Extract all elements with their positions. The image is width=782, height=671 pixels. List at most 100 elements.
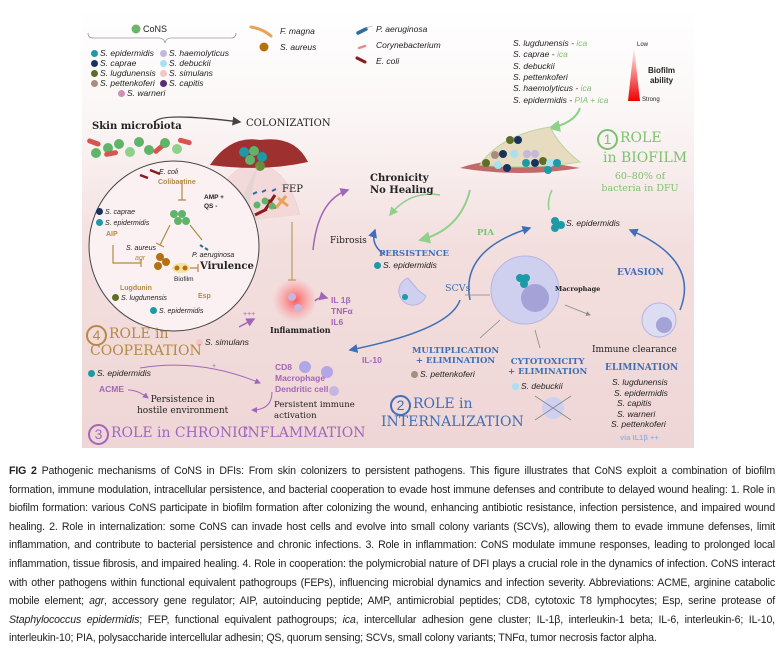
s-debuckii-dot-icon (512, 383, 519, 390)
elimination-label: ELIMINATION (605, 363, 679, 373)
legend-cons-species: S. capitis (160, 78, 204, 88)
role3-subtitle: INFLAMMATION (242, 425, 366, 441)
legend-cons-species: S. pettenkoferi (91, 78, 155, 88)
persistence-label: PERSISTENCE (379, 249, 450, 259)
caption-text: Pathogenic mechanisms of CoNS in DFIs: F… (9, 465, 775, 608)
coop-lugdunin: Lugdunin (120, 285, 152, 292)
species-dot-icon (91, 60, 98, 67)
cell-macrophage: Macrophage (275, 373, 326, 383)
biofilm-species-item: S. epidermidis - PIA + ica (513, 95, 608, 105)
macrophage-label: Macrophage (555, 285, 601, 293)
role2-title: ROLE in (413, 396, 473, 412)
biofilm-species-name: S. pettenkoferi (513, 71, 568, 82)
cooperation-inset (88, 160, 260, 332)
inflammation-glow (273, 278, 317, 322)
biofilm-species-name: S. debuckii (513, 60, 555, 71)
coop-s-aureus: S. aureus (126, 245, 156, 252)
s-simulans-name: S. simulans (205, 337, 249, 347)
s-epidermidis-dot-icon (96, 219, 103, 226)
role2-subtitle: INTERNALIZATION (381, 414, 524, 430)
role1-number: 1 (597, 129, 618, 150)
s-epidermidis-dot-icon (150, 307, 157, 314)
coop-aip: AIP (106, 231, 118, 238)
fep-label: FEP (282, 184, 303, 195)
species-name: S. debuckii (169, 58, 211, 68)
coop-s-caprae: S. caprae (96, 208, 135, 218)
legend-cons-species: S. lugdunensis (91, 68, 156, 78)
coop-esp: Esp (198, 293, 211, 300)
biofilm-species-item: S. pettenkoferi (513, 72, 568, 82)
species-dot-icon (160, 60, 167, 67)
species-dot-icon (118, 90, 125, 97)
biofilm-ability-gradient (628, 46, 640, 101)
coop-s-lugdunensis-name: S. lugdunensis (121, 295, 167, 302)
scvs-label: SCVs (445, 283, 471, 294)
species-dot-icon (160, 80, 167, 87)
biofilm-gene: ica (576, 38, 588, 48)
legend-e-coli: E. coli (376, 56, 400, 66)
figure-illustration (87, 24, 686, 421)
biofilm-species-item: S. debuckii (513, 61, 555, 71)
elimination-species: S. capitis (617, 398, 652, 409)
species-name: S. epidermidis (100, 48, 154, 58)
s-epidermidis-evasion-label: S. epidermidis (566, 218, 620, 228)
species-name: S. simulans (169, 68, 213, 78)
biofilm-species-item: S. haemolyticus - ica (513, 83, 591, 93)
biofilm-species-name: S. caprae (513, 49, 550, 60)
species-name: S. pettenkoferi (100, 78, 155, 88)
skin-microbiota-label: Skin microbiota (92, 121, 182, 132)
il10-label: IL-10 (362, 355, 382, 365)
biofilm-gene: ica (580, 83, 592, 94)
caption-text: ; FEP, functional equivalent pathogroups… (139, 613, 343, 626)
caption-italic: Staphylococcus epidermidis (9, 613, 140, 626)
s-caprae-dot-icon (96, 208, 103, 215)
biofilm-species-item: S. lugdunensis - ica (513, 38, 587, 48)
role1-stat-line2: bacteria in DFU (601, 183, 679, 194)
figure-caption: FIG 2 Pathogenic mechanisms of CoNS in D… (9, 462, 775, 648)
elimination-species: S. epidermidis (614, 387, 668, 398)
biofilm-strong-label: Strong (642, 97, 660, 103)
s-pettenkoferi-dot-icon (411, 371, 418, 378)
coop-virulence: Virulence (200, 261, 254, 272)
multiplication-line2: + ELIMINATION (415, 356, 496, 366)
biofilm-species-name: S. haemolyticus (513, 83, 573, 94)
f-magna-icon (249, 25, 273, 38)
persistence-line2: hostile environment (137, 406, 229, 416)
caption-italic: ica (342, 613, 356, 626)
s-lugdunensis-dot-icon (112, 294, 119, 301)
species-dot-icon (91, 80, 98, 87)
species-dot-icon (160, 70, 167, 77)
colonization-arrow (154, 116, 242, 126)
species-name: S. haemolyticus (169, 48, 229, 58)
biofilm-species-name: S. lugdunensis (513, 38, 569, 48)
persistence-line1: Persistence in (150, 395, 215, 405)
coop-colibactine: Colibactine (158, 179, 196, 186)
biofilm-low-label: Low (637, 42, 649, 48)
skin-microbiota-icon (87, 137, 192, 158)
pia-label: PIA (477, 228, 494, 238)
multiplication-label: MULTIPLICATION+ ELIMINATION (412, 346, 499, 366)
no-healing-text: No Healing (370, 185, 434, 196)
plus1-label: + (212, 363, 217, 370)
separator: - (568, 38, 577, 48)
coop-amp-qs: AMP +QS - (204, 193, 224, 211)
cell-dendritic: Dendritic cell (275, 384, 329, 394)
activation-line1: Persistent immune (274, 400, 355, 410)
caption-text: , intercellular adhesion gene cluster; I… (9, 613, 775, 645)
coop-s-caprae-name: S. caprae (105, 209, 135, 216)
caption-label: FIG 2 (9, 465, 37, 477)
cytotoxicity-label: CYTOTOXICITY+ ELIMINATION (508, 357, 587, 377)
caption-text: , accessory gene regulator; AIP, autoind… (104, 595, 776, 608)
species-dot-icon (91, 70, 98, 77)
cytotoxicity-species-name: S. debuckii (521, 381, 563, 391)
role2-number: 2 (390, 395, 411, 416)
cytotoxicity-line1: CYTOTOXICITY (510, 357, 585, 367)
role3-number: 3 (88, 424, 109, 445)
cons-brace (87, 32, 237, 44)
